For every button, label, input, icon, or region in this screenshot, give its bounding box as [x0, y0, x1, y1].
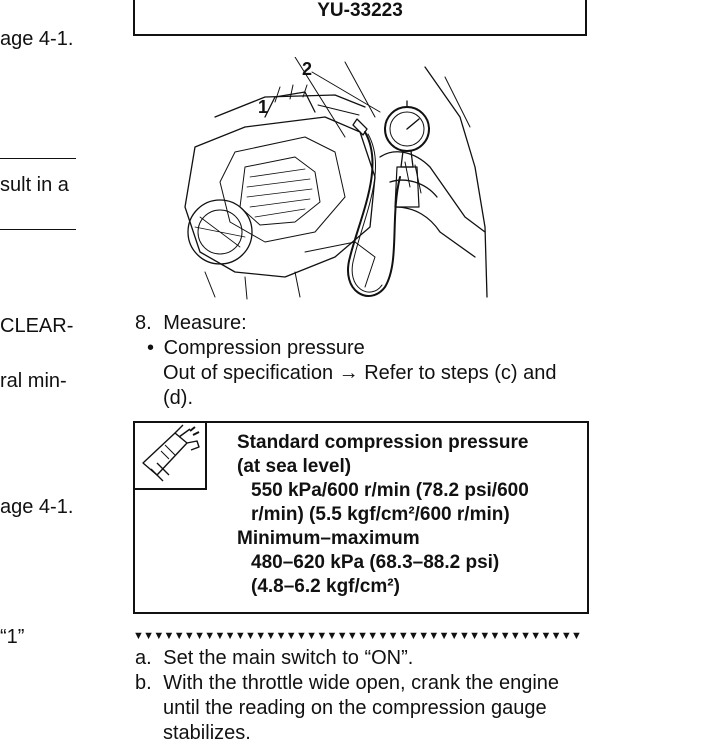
- tool-number: YU-33223: [317, 0, 403, 21]
- spec-note-line-1: Out of specification → Refer to steps (c…: [163, 362, 557, 384]
- left-fragment-5: age 4-1.: [0, 496, 74, 518]
- spec-note-line-2: (d).: [163, 387, 193, 409]
- triangle-separator: ▼▼▼▼▼▼▼▼▼▼▼▼▼▼▼▼▼▼▼▼▼▼▼▼▼▼▼▼▼▼▼▼▼▼▼▼▼▼▼▼…: [133, 630, 582, 642]
- bullet-icon: •: [147, 337, 155, 359]
- step-number: 8.: [135, 312, 152, 334]
- left-divider-top: [0, 158, 76, 159]
- substep-a-line-1: Set the main switch to “ON”.: [163, 647, 414, 669]
- left-divider-bottom: [0, 229, 76, 230]
- spec-minmax-label: Minimum–maximum: [237, 528, 420, 549]
- substep-a: a. Set the main switch to “ON”.: [135, 646, 413, 671]
- left-fragment-1: age 4-1.: [0, 28, 74, 50]
- spec-icon-box: [135, 423, 207, 490]
- caliper-icon: [135, 424, 205, 492]
- callout-1: 1: [258, 97, 269, 117]
- spec-standard-line-1: 550 kPa/600 r/min (78.2 psi/600: [251, 480, 529, 501]
- step-title: Measure:: [163, 312, 247, 334]
- spec-heading: Standard compression pressure: [237, 432, 529, 453]
- left-fragment-3: CLEAR-: [0, 315, 74, 337]
- spec-box: Standard compression pressure (at sea le…: [133, 421, 589, 614]
- tool-number-box: YU-33223: [133, 0, 587, 36]
- step-8-heading: 8. Measure:: [135, 311, 247, 336]
- spec-standard-line-2: r/min) (5.5 kgf/cm²/600 r/min): [251, 504, 510, 525]
- step-8-bullet: • Compression pressure: [147, 336, 365, 361]
- spec-minmax-line-2: (4.8–6.2 kgf/cm²): [251, 576, 400, 597]
- compression-gauge-illustration: 1 2: [175, 56, 495, 302]
- spec-heading-sub: (at sea level): [237, 456, 352, 477]
- substep-b: b. With the throttle wide open, crank th…: [135, 671, 559, 696]
- substep-b-line-1: With the throttle wide open, crank the e…: [163, 672, 560, 694]
- substep-b-line-2: until the reading on the compression gau…: [163, 697, 547, 719]
- left-fragment-2: sult in a: [0, 174, 69, 196]
- substep-b-label: b.: [135, 672, 152, 694]
- callout-2: 2: [302, 59, 313, 79]
- substep-b-line-3: stabilizes.: [163, 722, 251, 744]
- substep-a-label: a.: [135, 647, 152, 669]
- spec-minmax-line-1: 480–620 kPa (68.3–88.2 psi): [251, 552, 500, 573]
- left-fragment-4: ral min-: [0, 370, 67, 392]
- bullet-item: Compression pressure: [163, 337, 365, 359]
- left-fragment-6: “1”: [0, 626, 25, 648]
